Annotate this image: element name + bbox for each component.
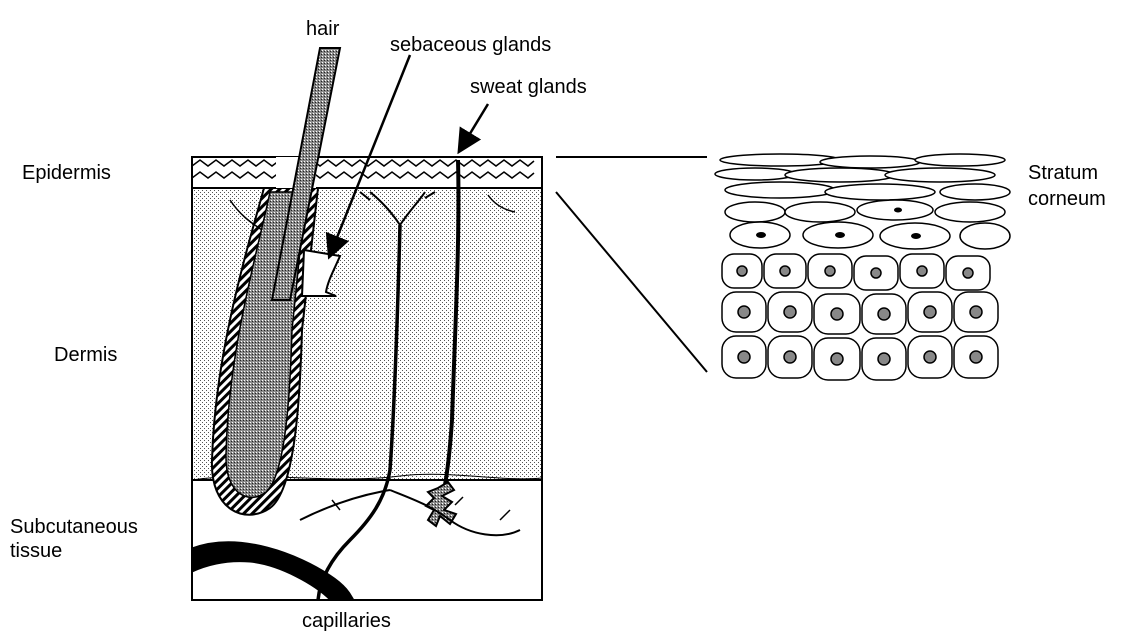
label-hair: hair bbox=[306, 18, 339, 40]
label-subcutaneous-line1: Subcutaneous bbox=[10, 516, 138, 538]
label-epidermis: Epidermis bbox=[22, 162, 111, 184]
label-stratum-line1: Stratum bbox=[1028, 162, 1098, 184]
label-capillaries: capillaries bbox=[302, 610, 391, 632]
label-dermis: Dermis bbox=[54, 344, 117, 366]
label-sweat-glands: sweat glands bbox=[470, 76, 587, 98]
label-subcutaneous-line2: tissue bbox=[10, 540, 62, 562]
label-sebaceous-glands: sebaceous glands bbox=[390, 34, 551, 56]
zoom-connector-lines bbox=[556, 157, 707, 372]
stratum-corneum-inset bbox=[715, 152, 1010, 384]
label-stratum-line2: corneum bbox=[1028, 188, 1106, 210]
